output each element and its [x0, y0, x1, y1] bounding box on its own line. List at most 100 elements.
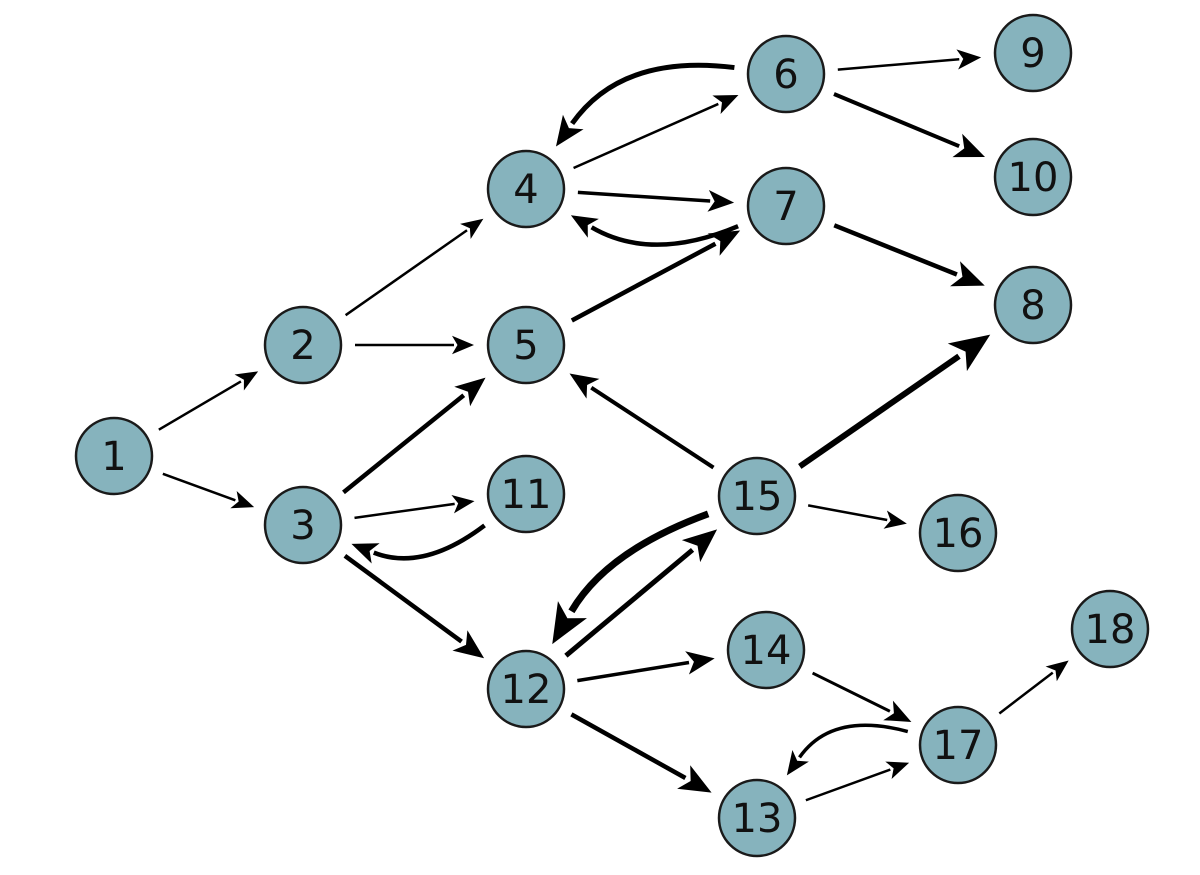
edge-2-to-5 — [355, 335, 474, 355]
node-label: 3 — [290, 503, 315, 549]
arrowhead — [460, 218, 484, 239]
node-label: 18 — [1085, 607, 1136, 653]
arrowhead — [883, 510, 907, 529]
node-label: 14 — [741, 628, 792, 674]
edge-curve — [372, 523, 486, 561]
node-circle — [486, 454, 566, 534]
node-circle — [993, 265, 1073, 345]
arrowhead — [555, 114, 584, 147]
edge-17-to-18 — [998, 660, 1069, 715]
edge-17-to-13 — [786, 723, 909, 776]
node-circle — [918, 705, 998, 785]
node-label: 16 — [933, 511, 984, 557]
node-circle — [746, 34, 826, 114]
edge-line — [570, 241, 717, 323]
edge-2-to-4 — [344, 218, 484, 317]
node-15: 15 — [717, 456, 797, 536]
edge-line — [162, 472, 236, 502]
edge-6-to-10 — [833, 92, 986, 158]
edges-layer — [158, 49, 1069, 802]
edge-line — [343, 553, 463, 644]
node-label: 12 — [501, 667, 552, 713]
node-13: 13 — [717, 778, 797, 858]
node-16: 16 — [918, 493, 998, 573]
arrowhead — [452, 630, 485, 659]
arrowhead — [454, 377, 486, 407]
node-label: 9 — [1020, 31, 1045, 77]
edge-line — [158, 380, 242, 431]
node-17: 17 — [918, 705, 998, 785]
edge-11-to-3 — [351, 523, 486, 564]
edge-line — [577, 660, 690, 683]
node-8: 8 — [993, 265, 1073, 345]
node-10: 10 — [993, 137, 1073, 217]
edge-line — [837, 58, 960, 71]
edge-line — [342, 393, 466, 495]
edge-line — [833, 223, 958, 277]
node-11: 11 — [486, 454, 566, 534]
node-circle — [726, 610, 806, 690]
edge-line — [833, 92, 960, 149]
node-5: 5 — [486, 305, 566, 385]
edge-6-to-9 — [837, 49, 982, 71]
edge-line — [570, 712, 687, 780]
arrowhead — [552, 601, 587, 645]
edge-4-to-6 — [573, 95, 739, 170]
edge-4-to-7 — [577, 190, 735, 212]
node-circle — [74, 416, 154, 496]
arrowhead — [786, 749, 809, 776]
node-circle — [263, 485, 343, 565]
edge-line — [564, 547, 695, 658]
arrowhead — [685, 651, 715, 675]
arrowhead — [234, 371, 259, 391]
edge-line — [798, 353, 961, 469]
arrowhead — [947, 334, 991, 372]
arrowhead — [570, 215, 599, 238]
node-label: 10 — [1008, 155, 1059, 201]
node-circle — [717, 456, 797, 536]
arrowhead — [230, 490, 255, 509]
edge-15-to-5 — [569, 373, 715, 470]
arrowhead — [952, 133, 986, 158]
edge-1-to-3 — [162, 472, 255, 509]
arrowhead — [707, 230, 741, 256]
edge-12-to-14 — [577, 651, 715, 683]
node-circle — [486, 149, 566, 229]
edge-15-to-16 — [807, 504, 907, 529]
node-18: 18 — [1070, 589, 1150, 669]
node-circle — [993, 137, 1073, 217]
edge-line — [998, 671, 1054, 715]
edge-curve — [570, 62, 735, 126]
arrowhead — [351, 543, 380, 564]
edge-line — [354, 502, 455, 520]
node-label: 11 — [501, 472, 552, 518]
edge-3-to-5 — [342, 377, 486, 495]
edge-15-to-8 — [798, 334, 991, 469]
edge-5-to-7 — [570, 230, 741, 323]
node-12: 12 — [486, 649, 566, 729]
node-circle — [486, 649, 566, 729]
arrowhead — [451, 495, 475, 514]
node-2: 2 — [263, 305, 343, 385]
node-label: 17 — [933, 723, 984, 769]
edge-12-to-15 — [564, 529, 718, 658]
node-7: 7 — [746, 166, 826, 246]
node-label: 5 — [513, 323, 538, 369]
edge-curve — [798, 723, 909, 759]
arrowhead — [452, 335, 474, 355]
node-label: 4 — [513, 167, 538, 213]
node-circle — [1070, 589, 1150, 669]
edge-1-to-2 — [158, 371, 259, 431]
edge-3-to-12 — [343, 553, 485, 659]
edge-line — [344, 229, 468, 317]
edge-line — [807, 504, 888, 522]
edge-line — [573, 102, 719, 170]
node-label: 7 — [773, 184, 798, 230]
arrowhead — [956, 49, 982, 70]
arrowhead — [707, 190, 735, 212]
arrowhead — [1045, 660, 1069, 682]
edge-line — [805, 768, 891, 802]
edge-13-to-17 — [805, 761, 910, 802]
